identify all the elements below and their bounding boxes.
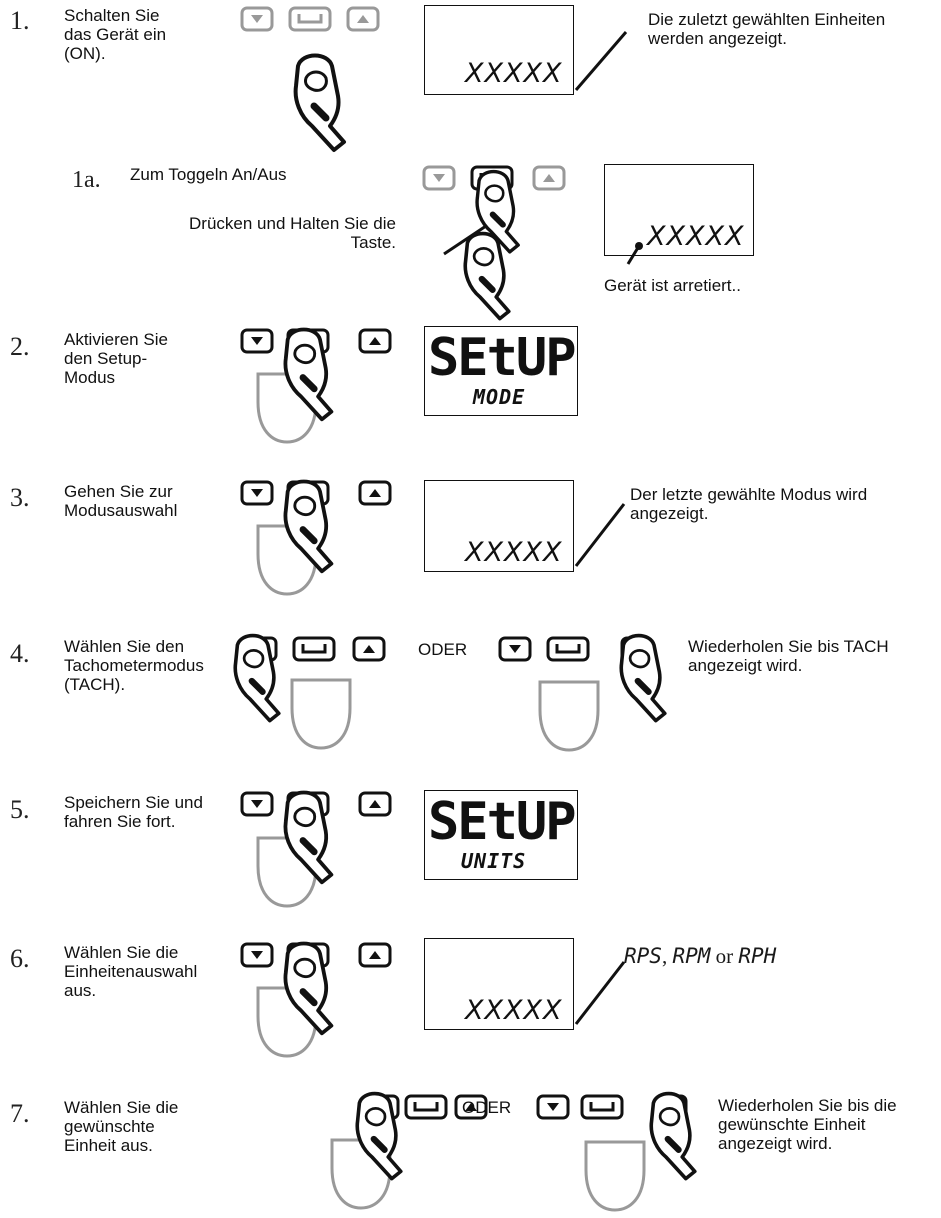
up-arrow-button-icon (358, 942, 392, 968)
enter-button-icon (580, 1094, 624, 1120)
down-arrow-button-icon (240, 791, 274, 817)
up-arrow-button-icon (352, 636, 386, 662)
step-text-secondary: Drücken und Halten Sie die Taste. (189, 214, 396, 252)
unit-or: or (710, 944, 739, 968)
pressing-finger-icon (282, 944, 352, 1054)
unit-rpm: RPM (672, 944, 711, 968)
step-number: 2. (10, 332, 30, 361)
up-arrow-button-icon (358, 791, 392, 817)
leader-line (574, 503, 626, 567)
or-label: ODER (462, 1098, 512, 1117)
step-number: 1. (10, 6, 30, 35)
step-number: 1a. (72, 167, 101, 193)
or-label: ODER (418, 640, 468, 659)
lcd-display: XXXXX (424, 5, 574, 95)
ghost-button-icon (584, 1140, 646, 1212)
enter-button-icon (546, 636, 590, 662)
step-note: Gerät ist arretiert.. (604, 276, 741, 295)
step-text: Aktivieren Sie den Setup- Modus (64, 330, 168, 387)
down-arrow-button-icon (536, 1094, 570, 1120)
up-arrow-button-icon (532, 165, 566, 191)
unit-separator: , (661, 944, 673, 968)
leader-line (443, 224, 487, 256)
ghost-button-icon (538, 680, 600, 752)
lcd-value: SEtUP (428, 328, 577, 388)
pressing-finger-icon (282, 482, 352, 592)
lcd-value: XXXXX (465, 995, 563, 1026)
step-note: Die zuletzt gewählten Einheiten werden a… (648, 10, 886, 48)
pressing-finger-icon (292, 56, 352, 156)
up-arrow-button-icon (358, 480, 392, 506)
units-options: RPS, RPM or RPH (624, 944, 776, 969)
step-text: Gehen Sie zur Modusauswahl (64, 482, 178, 520)
step-text: Zum Toggeln An/Aus (130, 165, 287, 184)
up-arrow-button-icon (358, 328, 392, 354)
lcd-display: SEtUP MODE (424, 326, 578, 416)
lcd-display: XXXXX (424, 938, 574, 1030)
lcd-display: SEtUP UNITS (424, 790, 578, 880)
step-text: Schalten Sie das Gerät ein (ON). (64, 6, 167, 63)
step-number: 3. (10, 483, 30, 512)
enter-button-icon (288, 6, 332, 32)
step-number: 6. (10, 944, 30, 973)
pressing-finger-icon (354, 1094, 424, 1204)
unit-rps: RPS (624, 944, 662, 968)
down-arrow-button-icon (498, 636, 532, 662)
down-arrow-button-icon (240, 480, 274, 506)
pressing-finger-icon (648, 1094, 718, 1204)
step-text: Wählen Sie die Einheitenauswahl aus. (64, 943, 198, 1000)
lcd-value: SEtUP (428, 792, 577, 852)
down-arrow-button-icon (240, 6, 274, 32)
step-number: 7. (10, 1099, 30, 1128)
lcd-display: XXXXX (604, 164, 754, 256)
lcd-value: XXXXX (647, 221, 745, 252)
lcd-subvalue: UNITS (461, 849, 527, 873)
lcd-value: XXXXX (465, 58, 563, 89)
step-note: Der letzte gewählte Modus wird angezeigt… (630, 485, 868, 523)
pressing-finger-icon (282, 793, 352, 903)
step-number: 4. (10, 639, 30, 668)
pressing-finger-icon (232, 636, 302, 746)
down-arrow-button-icon (240, 942, 274, 968)
pressing-finger-icon (282, 330, 352, 440)
leader-line (574, 961, 626, 1025)
up-arrow-button-icon (346, 6, 380, 32)
down-arrow-button-icon (422, 165, 456, 191)
step-text: Wählen Sie die gewünschte Einheit aus. (64, 1098, 179, 1155)
step-note: Wiederholen Sie bis TACH angezeigt wird. (688, 637, 889, 675)
down-arrow-button-icon (240, 328, 274, 354)
leader-line (574, 31, 628, 91)
unit-rph: RPH (738, 944, 777, 968)
lcd-subvalue: MODE (473, 385, 526, 409)
button-row (240, 6, 380, 32)
lcd-value: XXXXX (465, 537, 563, 568)
step-note: Wiederholen Sie bis die gewünschte Einhe… (718, 1096, 897, 1153)
lock-indicator-icon (626, 242, 643, 265)
lcd-display: XXXXX (424, 480, 574, 572)
pressing-finger-icon (618, 636, 688, 746)
step-text: Wählen Sie den Tachometermodus (TACH). (64, 637, 204, 694)
step-number: 5. (10, 795, 30, 824)
step-text: Speichern Sie und fahren Sie fort. (64, 793, 203, 831)
